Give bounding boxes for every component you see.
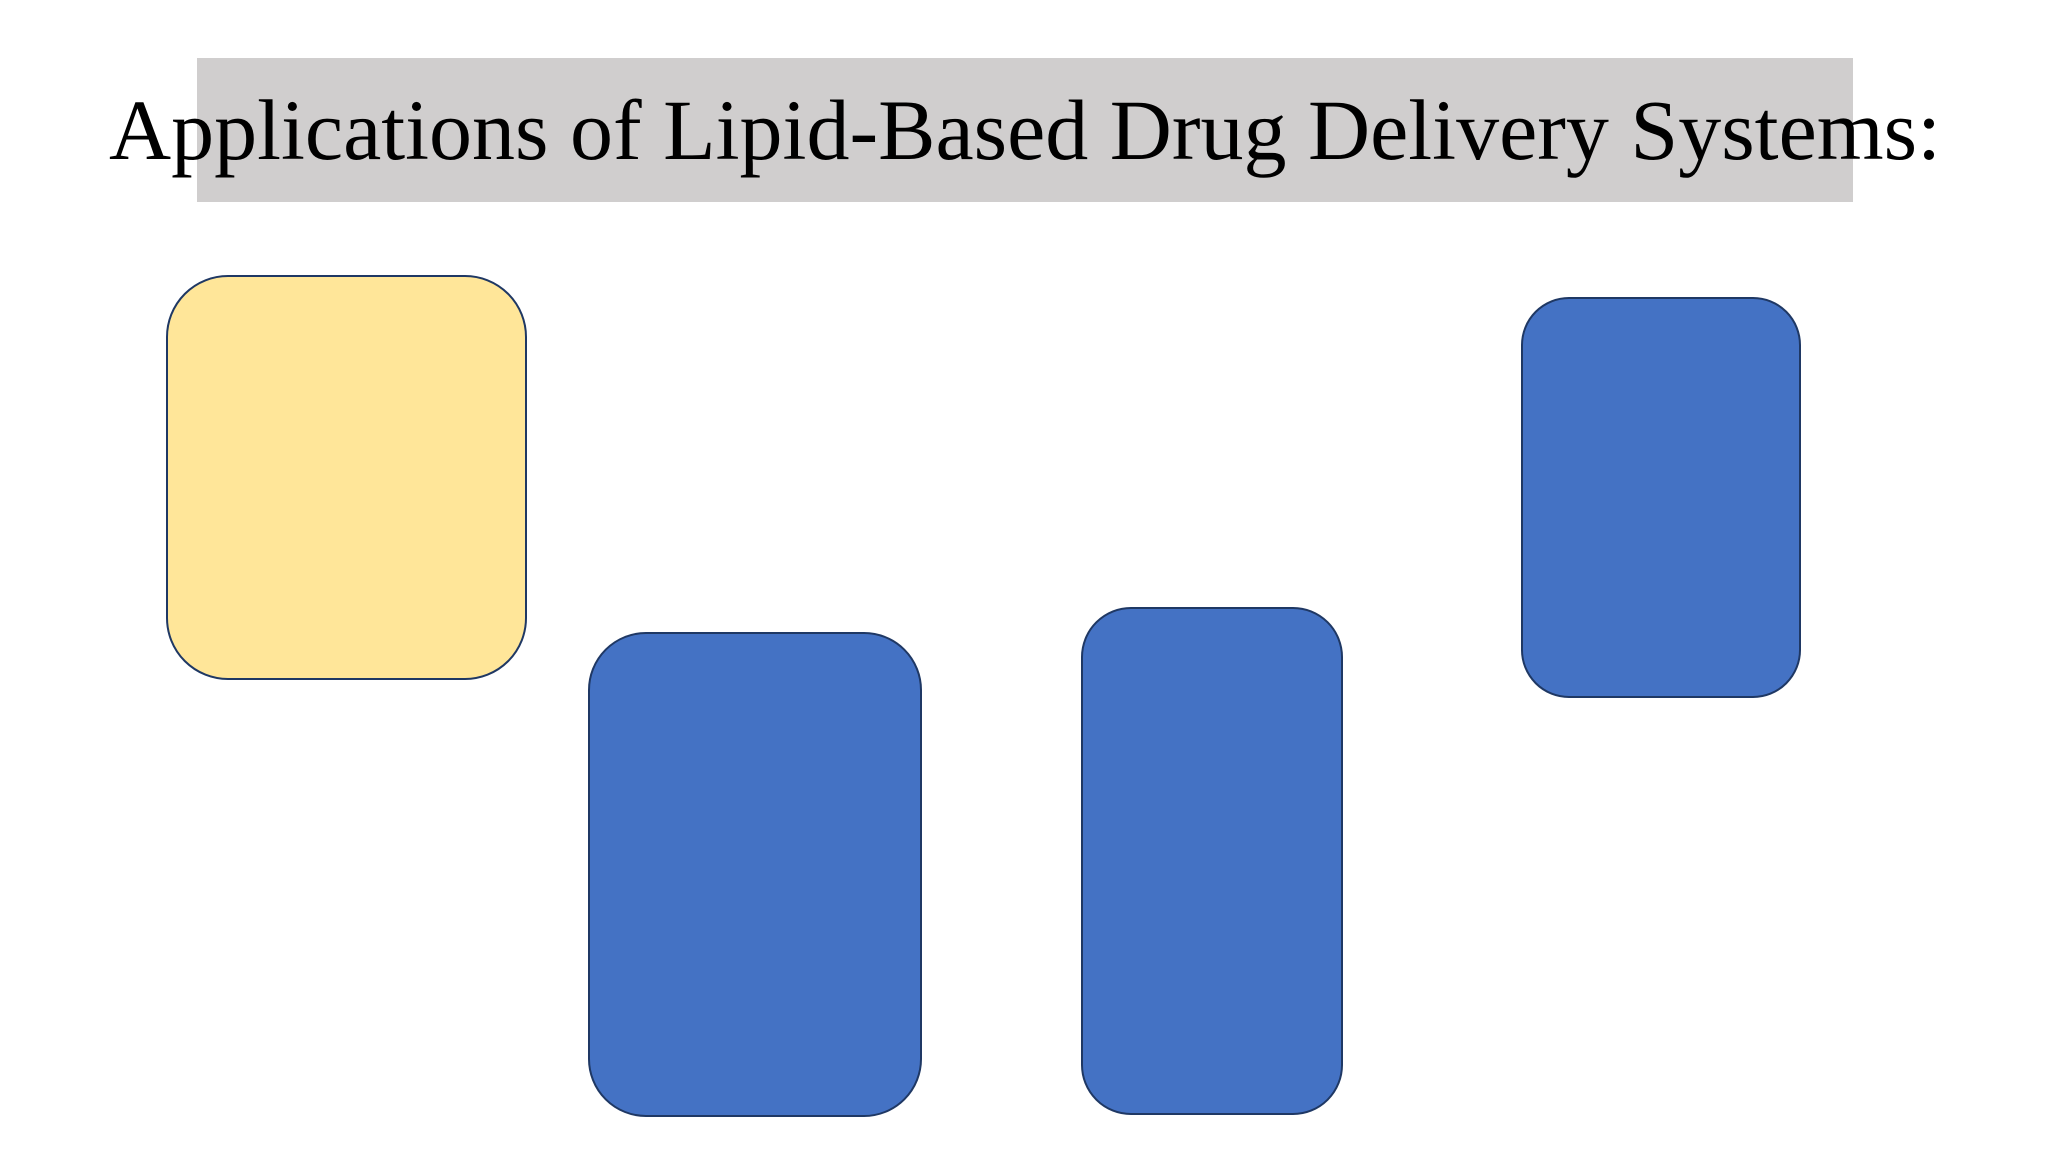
card-blue-rounded-rect-right	[1521, 297, 1801, 698]
card-blue-rounded-rect-middle	[1081, 607, 1343, 1115]
card-yellow-rounded-rect	[166, 275, 527, 680]
title-banner: Applications of Lipid-Based Drug Deliver…	[109, 58, 1941, 202]
card-blue-rounded-rect-left	[588, 632, 922, 1117]
slide-title: Applications of Lipid-Based Drug Deliver…	[109, 82, 1941, 178]
